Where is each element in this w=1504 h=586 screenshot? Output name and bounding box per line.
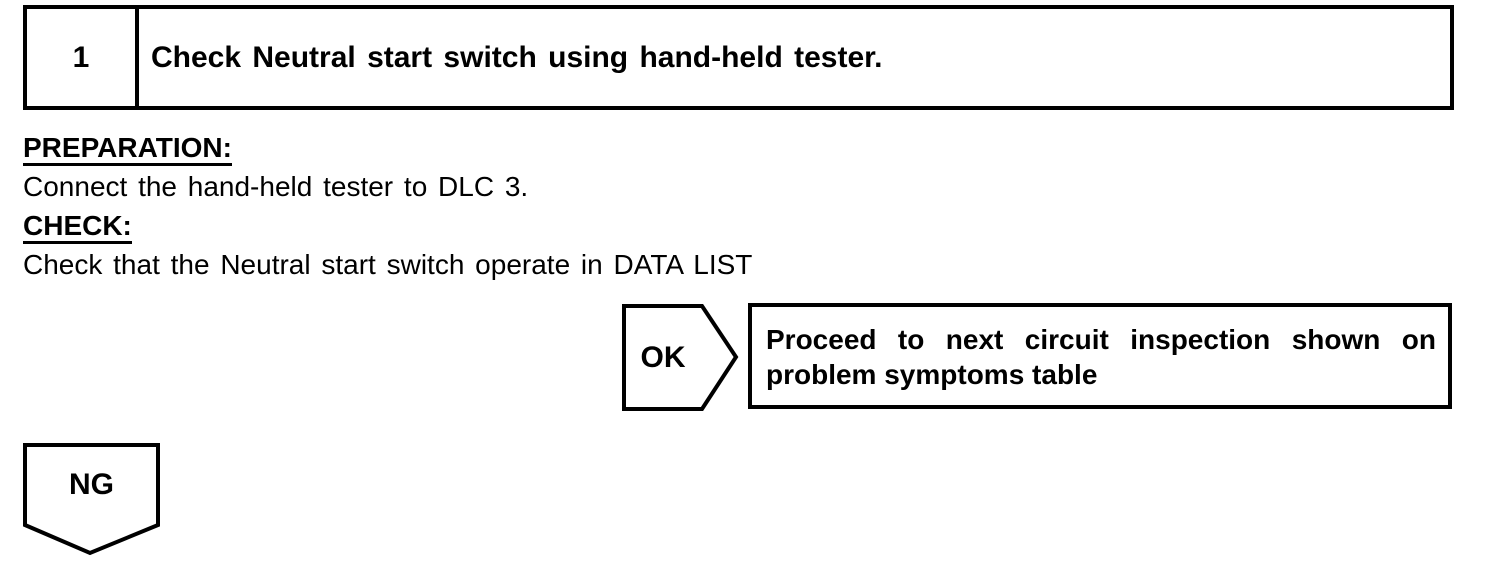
ok-result-box: Proceed to next circuit inspection shown… xyxy=(748,303,1452,409)
step-header-table: 1 Check Neutral start switch using hand-… xyxy=(23,5,1454,110)
ok-result-text: Proceed to next circuit inspection shown… xyxy=(766,324,1436,390)
check-heading: CHECK: xyxy=(23,206,752,245)
step-number: 1 xyxy=(27,9,139,106)
ng-label: NG xyxy=(69,468,114,501)
preparation-heading: PREPARATION: xyxy=(23,128,752,167)
ng-flow-connector: NG xyxy=(23,443,160,557)
ng-pentagon-icon xyxy=(23,443,160,556)
ok-pentagon-icon xyxy=(622,304,739,411)
ok-label: OK xyxy=(640,340,686,374)
step-title: Check Neutral start switch using hand-he… xyxy=(151,40,883,74)
ok-flow-connector: OK xyxy=(622,304,740,411)
preparation-body: Connect the hand-held tester to DLC 3. xyxy=(23,171,529,202)
procedure-text: PREPARATION: Connect the hand-held teste… xyxy=(23,128,752,284)
check-body: Check that the Neutral start switch oper… xyxy=(23,249,753,280)
